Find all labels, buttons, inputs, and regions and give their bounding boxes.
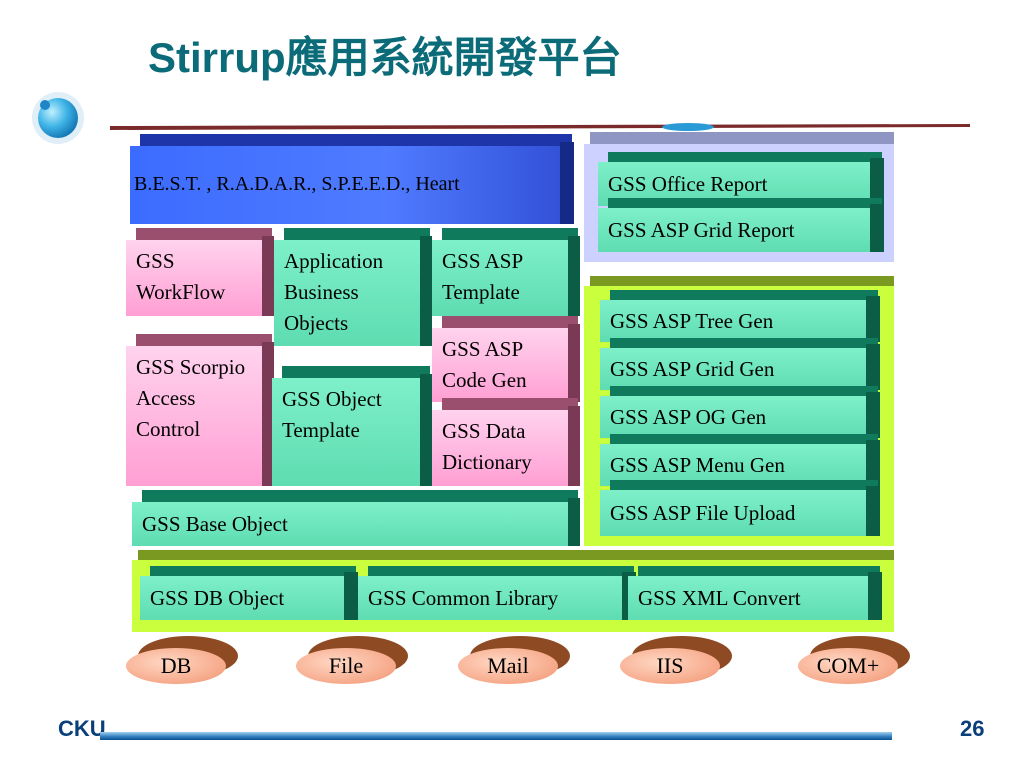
data-dictionary-module: GSS Data Dictionary [432,398,580,486]
library-module: GSS DB Object [140,566,358,620]
resource-ellipse-db: DB [126,636,238,686]
report-panel-top [590,132,894,146]
generator-module: GSS ASP Grid Gen [600,338,880,390]
code-gen-module: GSS ASP Code Gen [432,316,580,402]
library-module: GSS Common Library [358,566,636,620]
scorpio-module: GSS Scorpio Access Control [126,334,274,486]
title-underline [110,123,970,131]
generator-panel-top [590,276,894,288]
asp-template-module: GSS ASP Template [432,228,580,316]
workflow-module: GSS WorkFlow [126,228,274,316]
generator-module: GSS ASP Menu Gen [600,434,880,486]
resource-ellipse-iis: IIS [620,636,732,686]
resource-ellipse-com: COM+ [798,636,910,686]
page-number: 26 [960,716,985,741]
methodology-banner: B.E.S.T. , R.A.D.A.R., S.P.E.E.D., Heart [130,134,574,224]
footer-rule [100,732,892,740]
sphere-highlight-icon [40,100,50,110]
library-module: GSS XML Convert [628,566,882,620]
slide-title: Stirrup應用系統開發平台 [148,34,622,81]
report-module: GSS ASP Grid Report [598,198,884,252]
base-object-module: GSS Base Object [132,490,580,546]
business-objects-module: Application Business Objects [274,228,432,346]
library-panel-top [138,550,894,562]
footer-brand: CKU [58,716,106,741]
generator-module: GSS ASP Tree Gen [600,290,880,342]
resource-ellipse-file: File [296,636,408,686]
resource-ellipse-mail: Mail [458,636,570,686]
object-template-module: GSS Object Template [272,366,432,486]
generator-module: GSS ASP File Upload [600,480,880,536]
generator-module: GSS ASP OG Gen [600,386,880,438]
